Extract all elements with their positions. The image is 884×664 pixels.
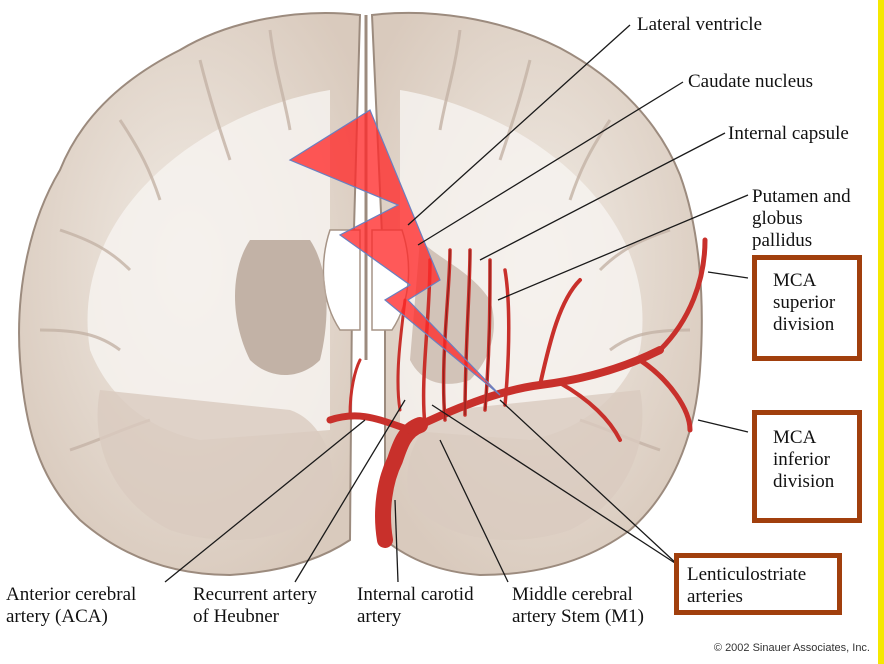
lightning-bolt-icon: [288, 109, 501, 396]
label-internal-capsule: Internal capsule: [728, 123, 849, 144]
label-mca-inferior: MCA inferior division: [773, 427, 835, 492]
mca-inferior-box: MCA inferior division: [752, 410, 862, 523]
label-recurrent-artery-heubner: Recurrent artery of Heubner: [193, 584, 317, 627]
copyright: © 2002 Sinauer Associates, Inc.: [713, 642, 870, 654]
label-mca-stem: Middle cerebral artery Stem (M1): [512, 584, 644, 627]
label-lateral-ventricle: Lateral ventricle: [637, 14, 763, 35]
lenticulostriate-box: Lenticulostriate arteries: [674, 553, 842, 615]
mca-superior-box: MCA superior division: [752, 255, 862, 361]
label-putamen-globus-pallidus: Putamen and globus pallidus: [752, 186, 851, 251]
label-internal-carotid: Internal carotid artery: [357, 584, 474, 627]
label-aca: Anterior cerebral artery (ACA): [6, 584, 137, 627]
label-mca-superior: MCA superior division: [773, 270, 836, 335]
label-caudate-nucleus: Caudate nucleus: [688, 71, 814, 92]
yellow-border: [878, 0, 884, 664]
basal-ganglia-left: [235, 240, 327, 375]
label-lenticulostriate: Lenticulostriate arteries: [687, 564, 807, 607]
